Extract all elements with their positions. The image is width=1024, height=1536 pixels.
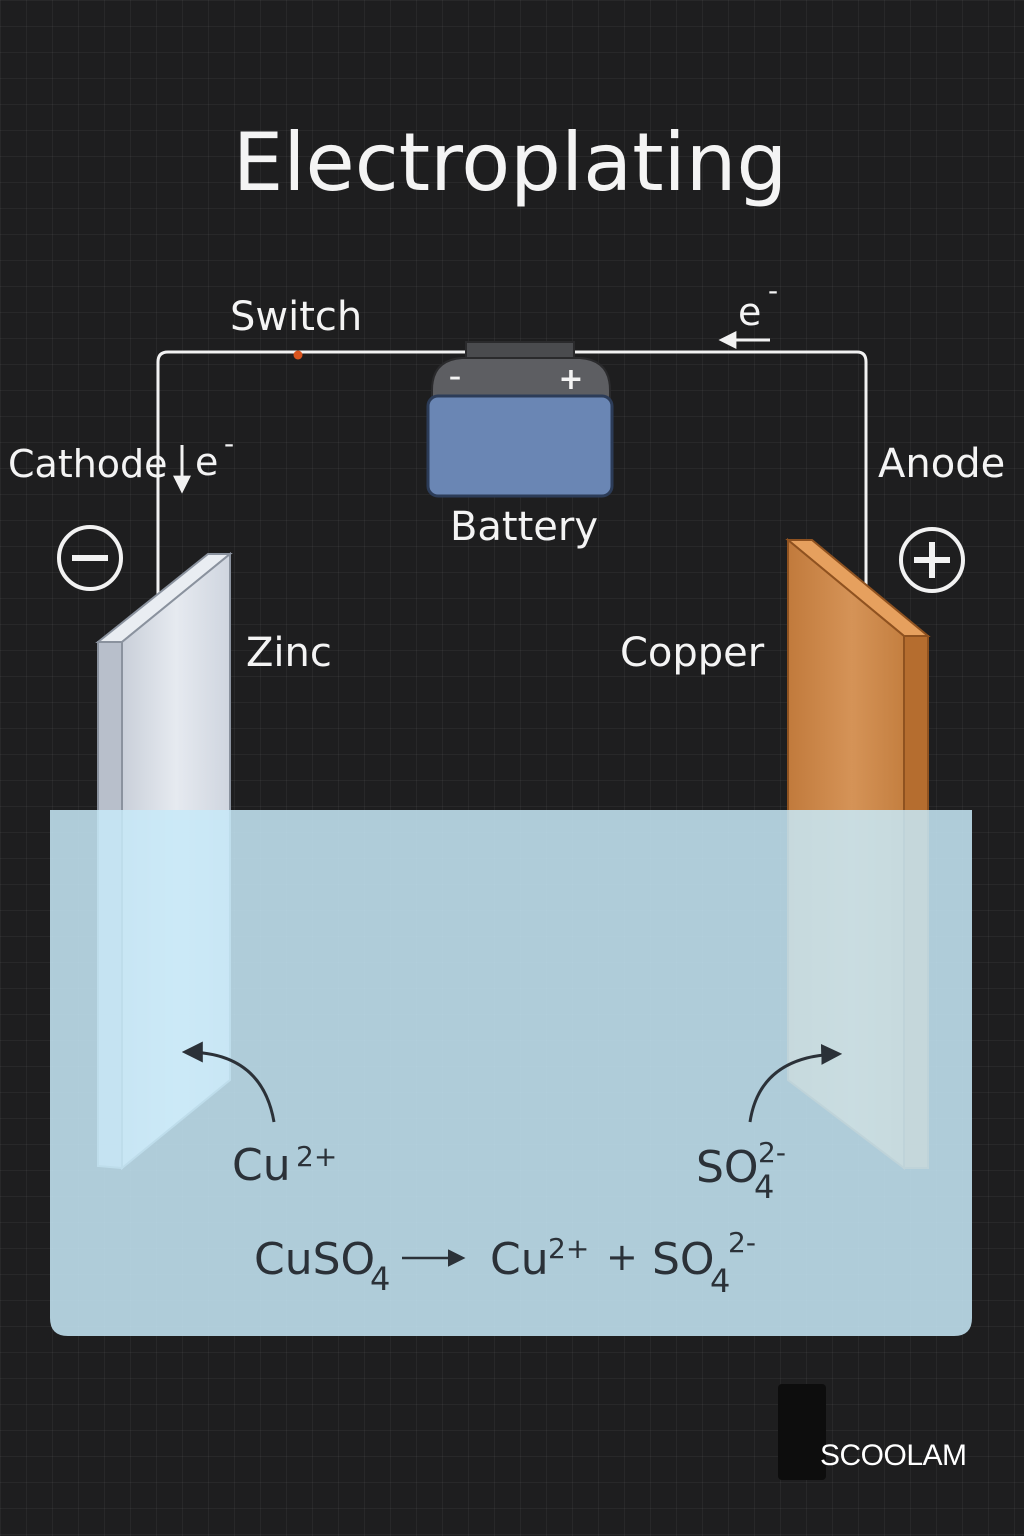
anode-label: Anode [878,441,1005,487]
switch-dot[interactable] [293,350,303,360]
equation-reactant-subscript: 4 [370,1260,390,1298]
cathode-electron-symbol: e [195,440,218,484]
anion-subscript: 4 [754,1168,774,1206]
arrow-icon [181,1041,276,1123]
cation-charge: 2+ [296,1140,337,1173]
cation-symbol: Cu [232,1140,291,1191]
cathode-electron-charge: - [224,427,234,460]
equation-product2-charge: 2- [728,1226,756,1259]
brand-logo: SCOOLAM [820,1439,967,1472]
equation-product1-charge: 2+ [548,1232,589,1265]
electron-flow-top: e - [718,274,778,349]
equation-reactant: CuSO [254,1234,375,1285]
switch-label: Switch [230,294,362,340]
battery-negative-sign: - [449,356,462,397]
cation-label: Cu 2+ [232,1140,337,1191]
brand-backdrop [778,1384,826,1480]
zinc-label: Zinc [246,630,332,676]
battery-label: Battery [450,504,598,550]
anion-symbol: SO [696,1142,759,1193]
battery-positive-sign: + [558,362,583,397]
battery-icon: - + [426,341,614,498]
cathode-label: Cathode [8,442,168,486]
equation-plus: + [606,1235,638,1279]
copper-label: Copper [620,630,765,676]
cuso4-solution [50,810,972,1336]
page-title: Electroplating [233,116,788,209]
equation-product2: SO [652,1234,715,1285]
arrow-icon [748,1043,843,1123]
dissociation-equation: CuSO 4 Cu 2+ + SO 4 2- [254,1226,756,1300]
anion-label: SO 4 2- [696,1136,786,1206]
plus-circle-icon [899,527,965,593]
equation-product2-subscript: 4 [710,1262,730,1300]
electron-symbol: e [738,290,761,334]
anion-charge: 2- [758,1136,786,1169]
electron-charge: - [768,274,778,307]
equation-product1: Cu [490,1234,549,1285]
minus-circle-icon [57,525,123,591]
